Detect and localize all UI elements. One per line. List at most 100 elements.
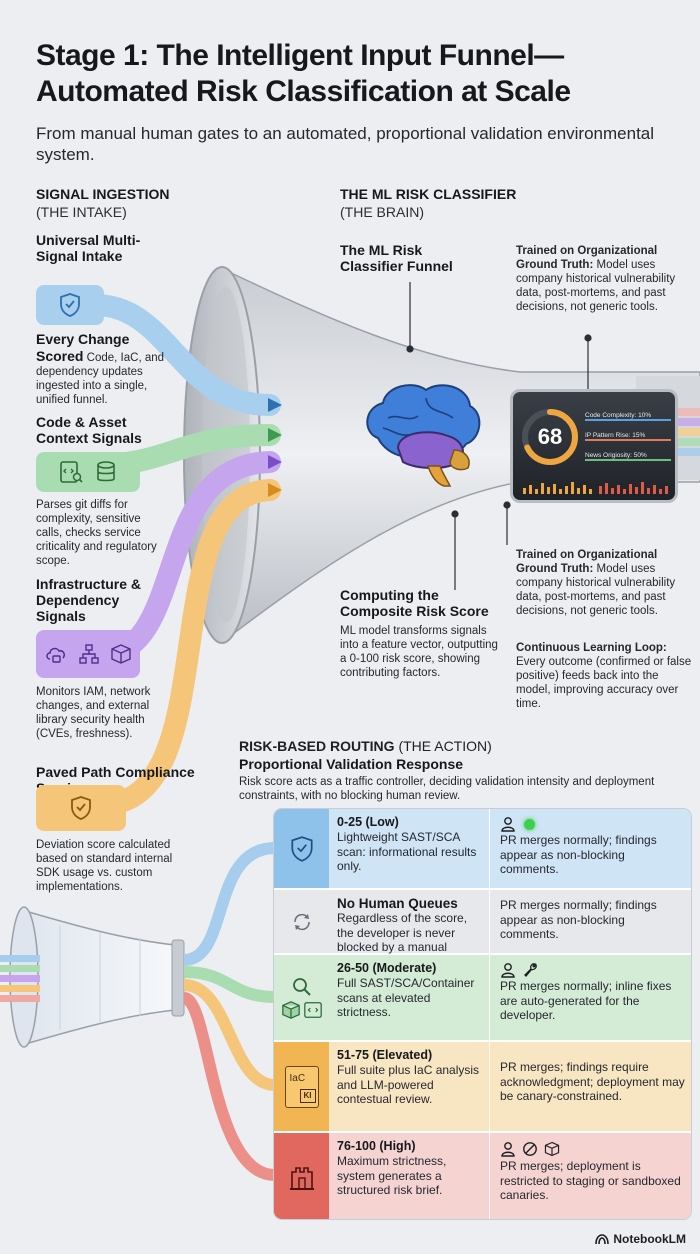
user-icon [501,963,515,978]
ground-truth-desc-bottom: Model uses company historical vulnerabil… [516,563,676,617]
ingestion-heading: SIGNAL INGESTION [36,186,170,202]
chip-icon: KI [299,1088,316,1103]
routing-row-moderate-icon-cell [274,955,329,1040]
routing-row-low-desc: Lightweight SAST/SCA scan: informational… [337,830,477,873]
routing-desc: Risk score acts as a traffic controller,… [239,776,655,802]
iac-label: IaC [289,1072,306,1084]
routing-row-low-outcome: PR merges normally; findings appear as n… [500,833,657,876]
code-window-icon [303,1001,322,1018]
routing-row-high-icon-cell [274,1133,329,1219]
ground-truth-note-bottom: Trained on Organizational Ground Truth: … [516,548,692,618]
ingestion-item-2-icon-box [36,452,140,492]
code-file-search-icon [60,461,83,483]
routing-row-elevated-desc: Full suite plus IaC analysis and LLM-pow… [337,1063,480,1106]
routing-row-high-desc: Maximum strictness, system generates a s… [337,1154,447,1197]
routing-row-no-queues-outcome: PR merges normally; findings appear as n… [500,898,657,941]
page-subtitle: From manual human gates to an automated,… [36,124,655,164]
routing-heading-suffix: (THE ACTION) [398,738,492,754]
composite-score-desc: ML model transforms signals into a featu… [340,625,498,679]
routing-row-no-queues-label: No Human Queues [337,896,458,911]
learning-loop-desc: Every outcome (confirmed or false positi… [516,656,692,710]
routing-row-low-label: 0-25 (Low) [337,815,399,829]
ingestion-item-3-desc: Monitors IAM, network changes, and exter… [36,686,151,740]
routing-row-moderate-desc: Full SAST/SCA/Container scans at elevate… [337,976,475,1019]
ingestion-item-2-desc: Parses git diffs for complexity, sensiti… [36,499,157,567]
ingestion-item-1-body: Code, IaC, and dependency updates ingest… [36,352,165,406]
ingestion-item-2-title: Code & Asset Context Signals [36,414,142,446]
shield-check-icon [60,293,80,317]
notebooklm-logo-icon [595,1234,610,1245]
routing-flows [181,842,276,1181]
network-icon [79,644,99,664]
user-icon [501,1142,515,1157]
gauge-factor-2-bar [585,439,671,441]
routing-row-elevated-outcome: PR merges; findings require acknowledgme… [500,1060,685,1103]
output-bands [676,408,700,456]
bottom-input-bands [0,955,40,1002]
routing-row-no-queues: No Human Queues Regardless of the score,… [274,890,691,969]
risk-score-gauge [522,409,578,465]
leader-lines [406,282,592,590]
package-icon [544,1141,560,1157]
blocked-icon [523,1142,537,1156]
iac-document-icon: IaC KI [284,1065,319,1108]
risk-score-display: 68 Code Complexity: 10% IP Pattern Rise:… [510,389,678,503]
routing-table: 0-25 (Low) Lightweight SAST/SCA scan: in… [273,808,692,1220]
gauge-factor-1: Code Complexity: 10% [585,412,652,419]
routing-row-moderate-outcome: PR merges normally; inline fixes are aut… [500,979,672,1022]
shield-check-icon [290,835,313,862]
composite-score-title: Computing the Composite Risk Score [340,587,489,619]
ground-truth-title-bottom: Trained on Organizational Ground Truth: [516,549,658,575]
routing-row-moderate: 26-50 (Moderate) Full SAST/SCA/Container… [274,955,691,1041]
sandbox-castle-icon [289,1167,314,1190]
wrench-icon [524,963,537,977]
ingestion-item-1-icon-box [36,285,104,325]
routing-row-low: 0-25 (Low) Lightweight SAST/SCA scan: in… [274,809,691,889]
ingestion-item-1-subtitle: Every Change Scored [36,331,130,364]
ingestion-item-3-title: Infrastructure & Dependency Signals [36,576,142,624]
status-dot-green-icon [524,818,535,830]
routing-row-high-label: 76-100 (High) [337,1139,416,1153]
ground-truth-note-top: Trained on Organizational Ground Truth: … [516,244,692,314]
ingestion-item-3-icon-box [36,630,140,678]
routing-funnel [9,906,185,1048]
risk-score-value: 68 [537,424,563,449]
routing-row-elevated-icon-cell: IaC KI [274,1042,329,1131]
classifier-subheading: (THE BRAIN) [340,204,424,220]
routing-row-high-outcome: PR merges; deployment is restricted to s… [500,1159,681,1202]
brain-icon [366,384,481,487]
routing-heading: RISK-BASED ROUTING (THE ACTION) [239,738,492,755]
container-box-icon [281,1000,300,1019]
gauge-factor-2: IP Pattern Rise: 15% [585,432,646,439]
routing-row-moderate-label: 26-50 (Moderate) [337,961,437,975]
ingestion-item-4-icon-box [36,785,126,831]
brand-name: NotebookLM [613,1232,686,1246]
learning-loop-title: Continuous Learning Loop: [516,642,667,654]
classifier-heading: THE ML RISK CLASSIFIER [340,186,517,202]
ingestion-item-1-title: Universal Multi-Signal Intake [36,232,141,264]
routing-row-high: 76-100 (High) Maximum strictness, system… [274,1133,691,1219]
routing-row-elevated: IaC KI 51-75 (Elevated) Full suite plus … [274,1042,691,1132]
magnifier-icon [292,977,311,996]
funnel-label: The ML Risk Classifier Funnel [340,242,453,274]
ingestion-item-4-desc: Deviation score calculated based on stan… [36,839,173,893]
gauge-factor-3: News Origiosity: 50% [585,452,647,459]
ingestion-item-1-desc: Every Change Scored Code, IaC, and depen… [36,331,176,407]
routing-title: Proportional Validation Response [239,756,464,772]
database-icon [97,461,115,482]
flow-arrows [268,398,282,497]
routing-row-no-queues-desc: Regardless of the score, the developer i… [337,911,468,969]
learning-loop-note: Continuous Learning Loop: Every outcome … [516,641,692,711]
refresh-cycle-icon [293,913,310,930]
gauge-sparkline [523,482,668,494]
cloud-lock-icon [46,647,65,663]
routing-heading-main: RISK-BASED ROUTING [239,738,395,754]
package-icon [111,644,131,664]
page-title: Stage 1: The Intelligent Input Funnel—Au… [36,39,571,108]
brand-badge: NotebookLM [595,1232,686,1246]
ingestion-subheading: (THE INTAKE) [36,204,127,220]
gauge-factor-3-bar [585,459,671,461]
routing-row-elevated-label: 51-75 (Elevated) [337,1048,433,1062]
user-icon [501,817,515,832]
routing-row-no-queues-icon-cell [274,890,329,953]
